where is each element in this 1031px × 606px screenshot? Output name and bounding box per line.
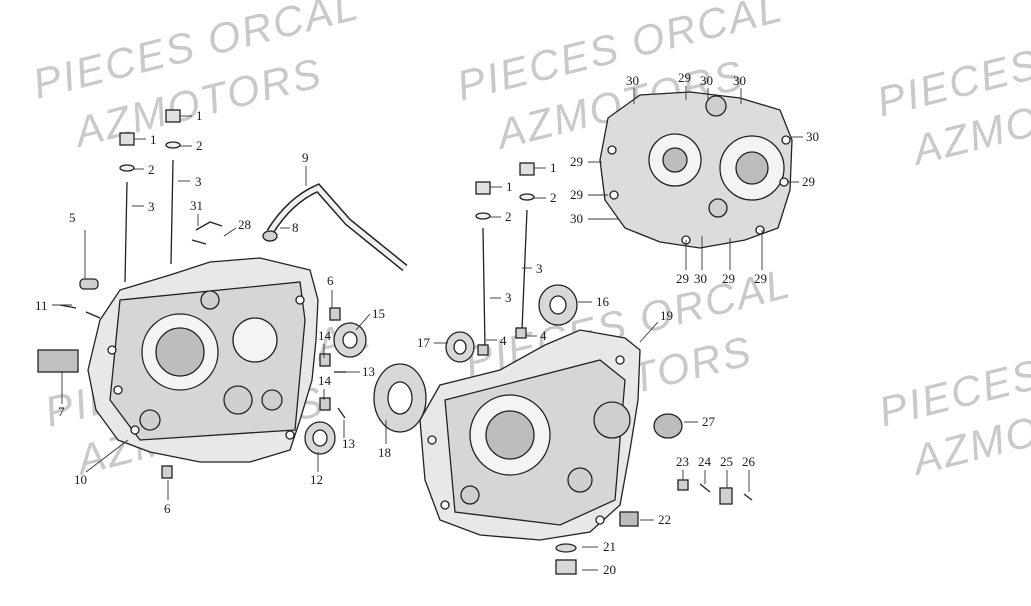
part-callout-label: 3 — [148, 199, 155, 214]
part-callout-label: 9 — [302, 150, 309, 165]
leader-line — [639, 321, 659, 343]
left-crankcase-half — [87, 257, 319, 463]
leader-line — [355, 313, 371, 331]
part-callout-label: 29 — [802, 174, 815, 189]
crankcase-cover-inner-view — [599, 91, 793, 249]
part-callout-label: 21 — [603, 539, 616, 554]
part-callout-label: 11 — [35, 298, 48, 313]
part-callout-label: 6 — [164, 501, 171, 516]
part-callout-label: 27 — [702, 414, 716, 429]
part-callout-label: 1 — [150, 132, 157, 147]
part-callout-label: 29 — [570, 154, 583, 169]
part-callout-label: 14 — [318, 373, 332, 388]
part-callout-label: 2 — [550, 190, 557, 205]
callout-leader-lines — [52, 86, 803, 571]
part-callout-label: 3 — [195, 174, 202, 189]
part-callout-label: 8 — [292, 220, 299, 235]
bearings-and-seals — [304, 284, 683, 575]
part-callout-label: 12 — [310, 472, 323, 487]
part-callout-label: 20 — [603, 562, 616, 577]
part-callout-label: 22 — [658, 512, 671, 527]
part-callout-label: 3 — [505, 290, 512, 305]
part-callout-label: 1 — [196, 108, 203, 123]
part-callout-label: 30 — [806, 129, 819, 144]
part-callout-label: 25 — [720, 454, 733, 469]
part-callout-label: 29 — [722, 271, 735, 286]
part-callout-label: 29 — [676, 271, 689, 286]
part-callout-label: 1 — [506, 179, 513, 194]
part-callout-label: 4 — [500, 333, 507, 348]
part-callout-label: 31 — [190, 198, 203, 213]
part-callout-label: 6 — [327, 273, 334, 288]
part-callout-label: 17 — [417, 335, 431, 350]
part-callout-label: 29 — [570, 187, 583, 202]
part-callout-label: 28 — [238, 217, 251, 232]
part-callout-label: 30 — [570, 211, 583, 226]
part-callout-label: 19 — [660, 308, 673, 323]
part-callout-label: 10 — [74, 472, 87, 487]
part-callout-label: 18 — [378, 445, 391, 460]
part-callout-label: 7 — [58, 404, 65, 419]
leader-line — [85, 439, 129, 473]
part-callout-label: 30 — [733, 73, 746, 88]
part-callout-label: 4 — [540, 328, 547, 343]
parts-shapes — [37, 91, 793, 575]
part-callout-label: 15 — [372, 306, 385, 321]
part-callout-label: 13 — [342, 436, 355, 451]
part-callout-label: 30 — [694, 271, 707, 286]
breather-hose — [266, 183, 408, 272]
part-callout-label: 1 — [550, 160, 557, 175]
part-callout-label: 2 — [196, 138, 203, 153]
right-crankcase-half — [419, 329, 641, 541]
part-callout-label: 23 — [676, 454, 689, 469]
part-callout-label: 14 — [318, 328, 332, 343]
part-callout-label: 3 — [536, 261, 543, 276]
small-fasteners — [37, 221, 753, 505]
part-callout-label: 29 — [754, 271, 767, 286]
leader-line — [223, 227, 237, 237]
part-callout-label: 2 — [505, 209, 512, 224]
part-callout-label: 30 — [626, 73, 639, 88]
part-callout-label: 30 — [700, 73, 713, 88]
studs-and-bolts — [119, 109, 535, 349]
part-callout-label: 24 — [698, 454, 712, 469]
part-callout-label: 2 — [148, 162, 155, 177]
part-callout-label: 16 — [596, 294, 610, 309]
part-callout-label: 29 — [678, 70, 691, 85]
part-callout-label: 13 — [362, 364, 375, 379]
part-callout-label: 26 — [742, 454, 756, 469]
part-callout-label: 5 — [69, 210, 76, 225]
